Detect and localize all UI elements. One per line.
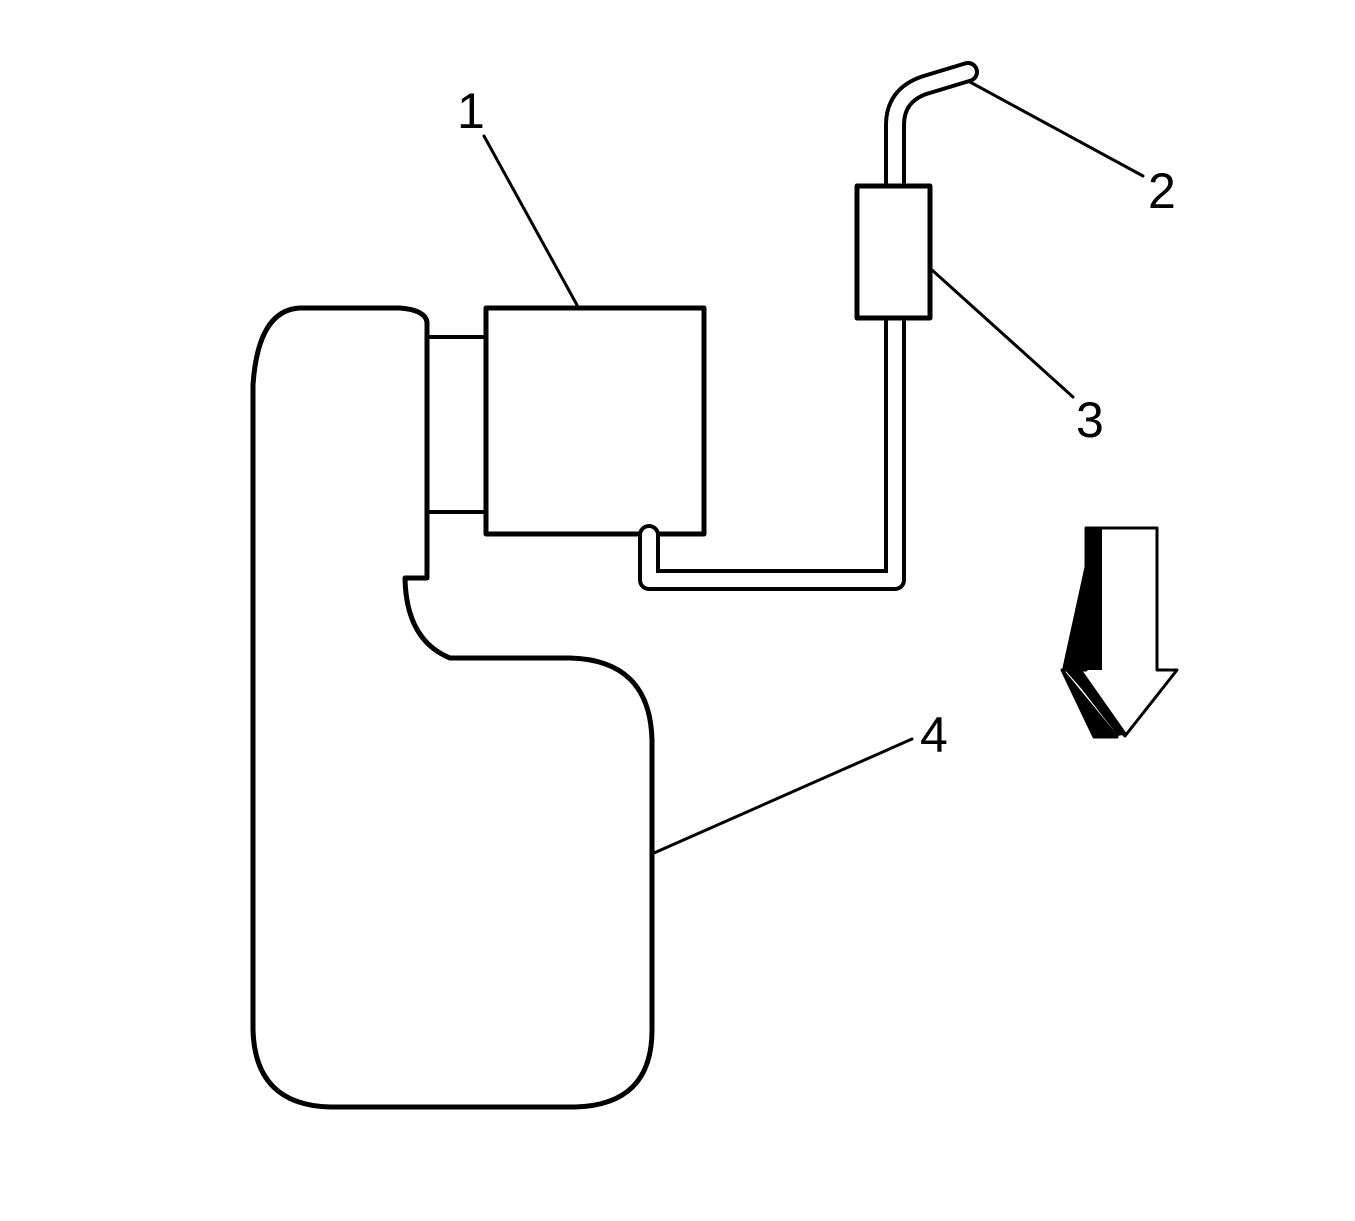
leader-1 (482, 134, 579, 307)
hose-inner (642, 65, 975, 587)
component-1-box (483, 305, 707, 537)
callout-1: 1 (457, 83, 485, 139)
down-arrow-icon (1060, 526, 1179, 739)
component-3-box (854, 183, 933, 321)
leader-2 (968, 80, 1145, 178)
leader-3 (930, 268, 1075, 399)
callout-2: 2 (1148, 163, 1176, 219)
callout-4: 4 (920, 707, 948, 763)
callout-3: 3 (1076, 392, 1104, 448)
component-4-body (250, 305, 655, 1110)
leader-4 (652, 737, 914, 855)
